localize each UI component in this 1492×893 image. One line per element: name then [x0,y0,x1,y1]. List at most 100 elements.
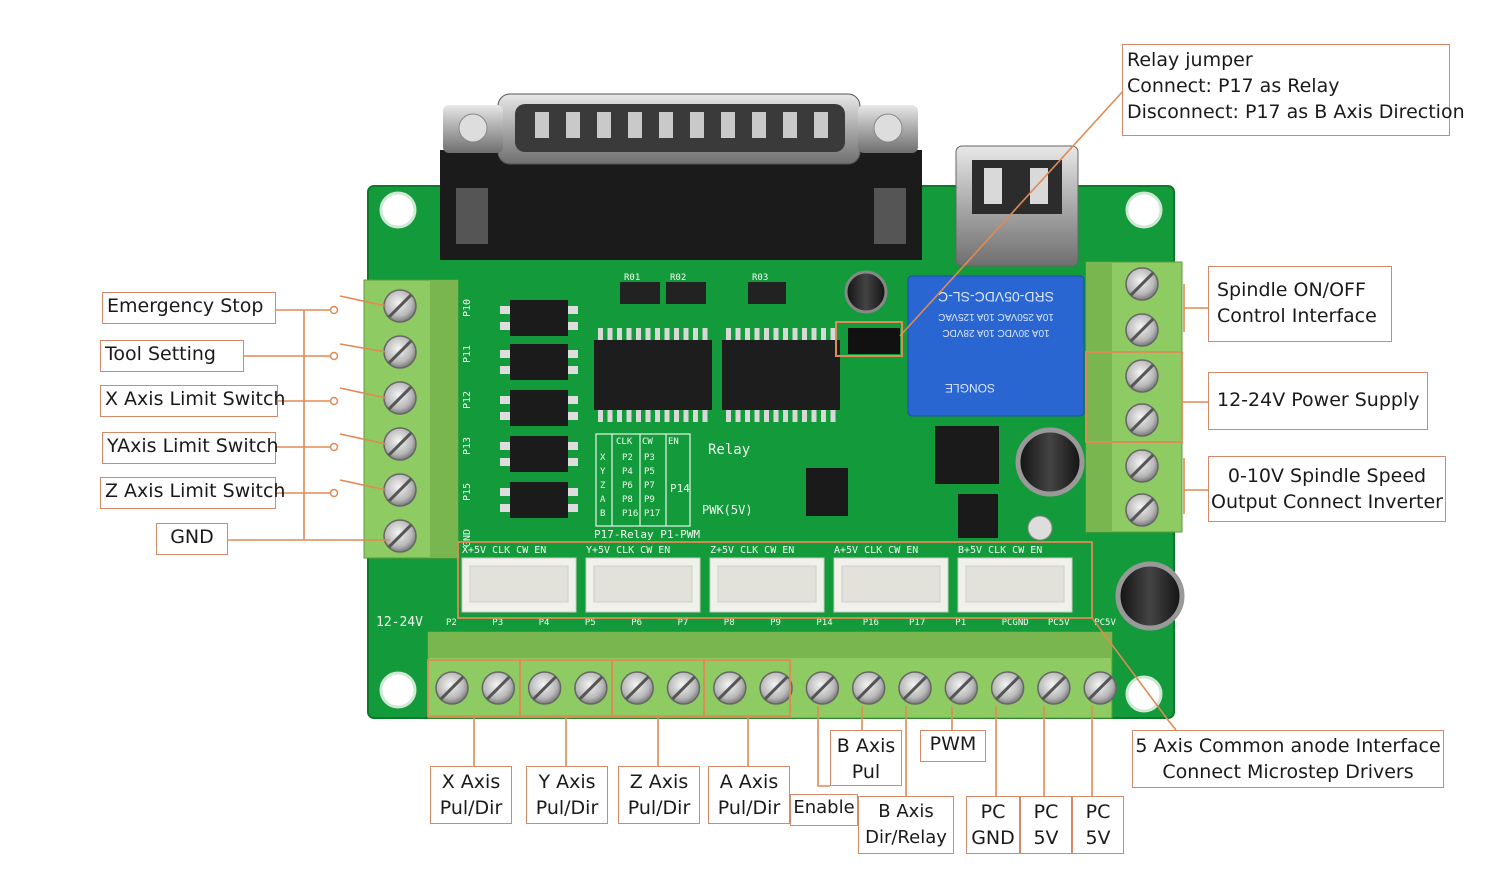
silk-pin-label: P7 [678,618,689,628]
silk-header-label: Z+5V CLK CW EN [710,545,794,556]
relay-rating-1: 10A 250VAC 10A 125VAC [938,311,1054,322]
silk-header-label: B+5V CLK CW EN [958,545,1042,556]
silk-pin-label: P12 [462,391,473,409]
label-line: Z Axis [629,771,689,793]
terminal-screw [990,671,1025,705]
label-line: B Axis [836,735,896,757]
silk-table-cell: P8 [622,495,633,505]
terminal-screw [383,335,417,369]
relay-brand: SONGLE [945,381,995,395]
silk-header-label: Y+5V CLK CW EN [586,545,670,556]
label-five-axis-interface: 5 Axis Common anode Interface Connect Mi… [1132,730,1444,788]
label-z-limit-switch: Z Axis Limit Switch [100,477,285,509]
silk-table-cell: P16 [622,509,638,519]
silk-pin-label: P11 [462,345,473,363]
relay-rating-2: 10A 30VDC 10A 28VDC [942,327,1049,338]
silk-pin-label: P10 [462,299,473,317]
label-line: 5V [1033,827,1059,849]
label-line: Connect: P17 as Relay [1127,75,1340,97]
silk-table-cell: Y [600,467,606,477]
silk-pin-label: P17 [909,618,925,628]
label-line: PC [1085,801,1111,823]
silk-table-header: CLK [616,437,633,447]
label-text: X Axis Limit Switch [105,388,286,410]
terminal-screw [1125,403,1159,437]
silk-r02: R02 [670,273,686,283]
silk-r01: R01 [624,273,640,283]
optocoupler [510,300,568,336]
silk-pin-label: PCGND [1002,618,1029,628]
terminal-screw [383,519,417,553]
terminal-screw [1125,267,1159,301]
label-line: Dir/Relay [865,827,947,848]
terminal-screw [1125,493,1159,527]
silk-relay: Relay [708,442,750,458]
silk-table-cell: B [600,509,605,519]
label-tool-setting: Tool Setting [100,340,244,372]
silk-pin-label: P9 [770,618,781,628]
silk-pin-label: P1 [955,618,966,628]
relay: SRD-05VDC-SL-C 10A 250VAC 10A 125VAC 10A… [907,275,1085,417]
leader-lines [228,89,1210,796]
bottom-terminal-screws [435,671,1117,705]
silk-table-cell: P5 [644,467,655,477]
silk-pin-label: P4 [539,618,550,628]
terminal-screw [1037,671,1071,705]
right-terminal-screws [1125,267,1159,527]
terminal-screw [944,671,979,705]
label-spindle-speed: 0-10V Spindle Speed Output Connect Inver… [1208,456,1446,522]
optocoupler [510,344,568,380]
label-line: Pul/Dir [439,797,503,819]
label-pc-5v-1: PC 5V [1020,796,1072,854]
label-line: Y Axis [538,771,596,793]
silk-table-footer: P17-Relay P1-PWM [594,528,700,541]
terminal-screw [1125,359,1159,393]
terminal-screw [574,671,608,705]
smd-resistor-arrays [620,282,786,304]
label-line: GND [971,827,1015,849]
label-z-axis: Z Axis Pul/Dir [618,766,700,824]
silkscreen-table [595,433,691,527]
label-text: GND [170,526,214,548]
terminal-screw [1083,671,1117,705]
silk-header-label: A+5V CLK CW EN [834,545,918,556]
silk-pin-label: P15 [462,483,473,501]
terminal-screw [383,427,417,461]
silk-table-cell: P17 [644,509,660,519]
label-b-axis-pul: B Axis Pul [830,730,902,786]
label-line: PC [1033,801,1059,823]
label-text: 12-24V Power Supply [1217,389,1420,411]
label-spindle-onoff: Spindle ON/OFF Control Interface [1208,266,1392,342]
label-x-limit-switch: X Axis Limit Switch [100,385,286,417]
relay-model-text: SRD-05VDC-SL-C [938,289,1054,305]
label-line: PC [980,801,1006,823]
silk-r03: R03 [752,273,768,283]
silk-table-cell: P6 [622,481,633,491]
label-line: Disconnect: P17 as B Axis Direction [1127,101,1465,123]
label-text: Enable [793,797,855,818]
silk-pin-label: P6 [631,618,642,628]
label-pc-gnd: PC GND [966,796,1020,854]
optocoupler [510,390,568,426]
capacitors [844,270,1185,631]
terminal-screw [898,671,932,705]
silk-table-cell: P2 [622,453,633,463]
terminal-screw [481,671,516,705]
label-emergency-stop: Emergency Stop [102,292,276,324]
label-line: A Axis [719,771,779,793]
label-b-axis-dir: B Axis Dir/Relay [858,796,954,854]
silk-p14: P14 [670,482,690,495]
terminal-screw [527,671,562,705]
terminal-screw [383,473,417,507]
usb-connector [955,145,1079,267]
terminal-screw [851,671,886,705]
terminal-screw [666,671,701,705]
silk-table-header: EN [668,437,679,447]
label-line: Pul/Dir [535,797,599,819]
terminal-screw [713,671,747,705]
terminal-screw [383,289,417,323]
silk-pwm: PWK(5V) [702,503,753,517]
mounting-holes [379,191,1163,713]
label-line: 5V [1085,827,1111,849]
